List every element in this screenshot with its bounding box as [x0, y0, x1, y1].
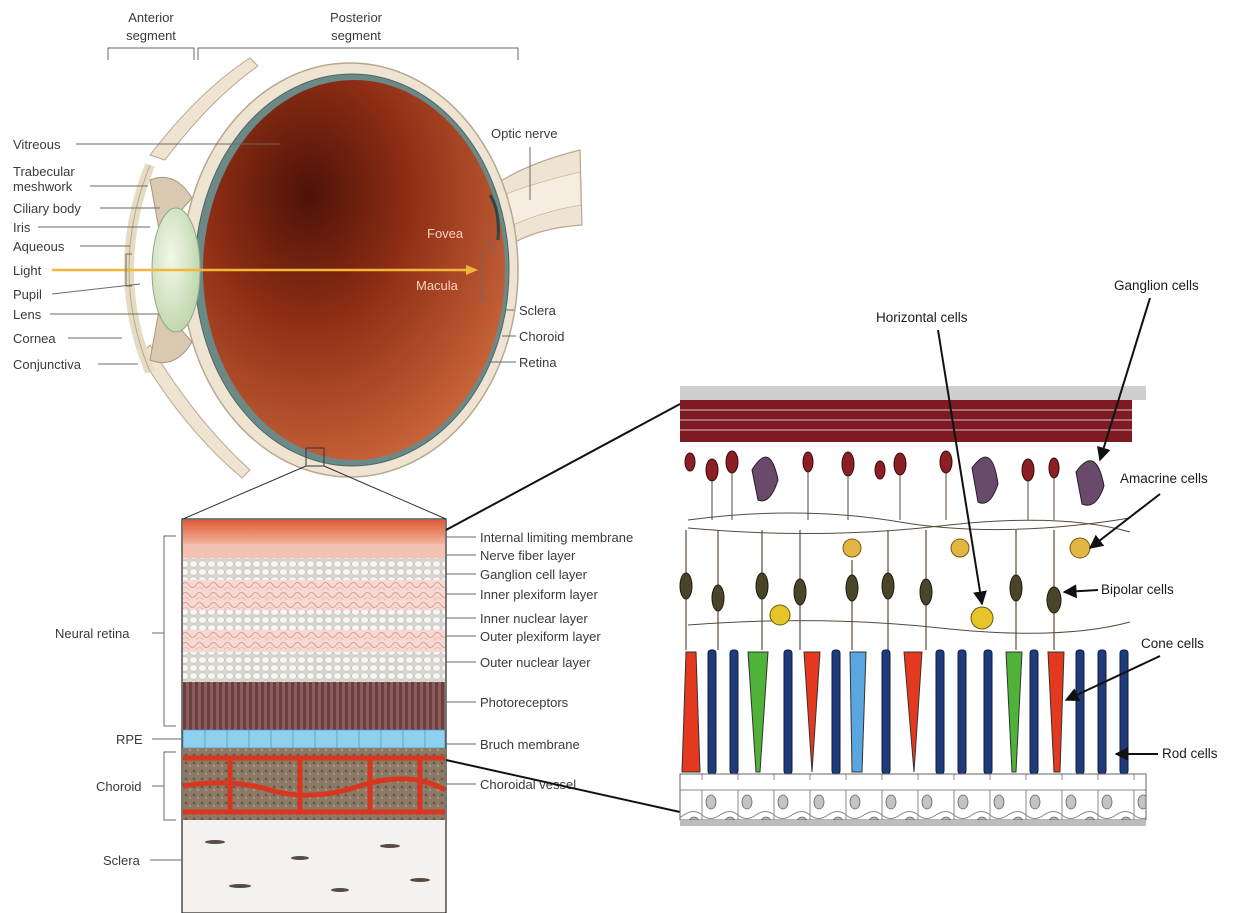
label-bruch-membrane: Bruch membrane [480, 737, 580, 752]
label-ilm: Internal limiting membrane [480, 530, 633, 545]
label-inl: Inner nuclear layer [480, 611, 588, 626]
label-gcl: Ganglion cell layer [480, 567, 588, 582]
label-macula: Macula [416, 278, 459, 293]
label-ciliary-body: Ciliary body [13, 201, 81, 216]
label-cornea: Cornea [13, 331, 56, 346]
label-trabecular-1: Trabecular [13, 164, 75, 179]
label-optic-nerve: Optic nerve [491, 126, 557, 141]
label-light: Light [13, 263, 42, 278]
label-rod-cells: Rod cells [1162, 746, 1218, 761]
label-opl: Outer plexiform layer [480, 629, 601, 644]
label-photoreceptors: Photoreceptors [480, 695, 569, 710]
label-cone-cells: Cone cells [1141, 636, 1204, 651]
label-lens: Lens [13, 307, 42, 322]
label-iris: Iris [13, 220, 31, 235]
anterior-segment-label-2: segment [126, 28, 176, 43]
pigment-epithelium-cells [680, 774, 1146, 820]
label-bipolar-cells: Bipolar cells [1101, 582, 1174, 597]
anterior-segment-label-1: Anterior [128, 10, 174, 25]
retina-layer-section [182, 519, 446, 913]
connector-top [446, 404, 680, 530]
layer-labels: Internal limiting membrane Nerve fiber l… [446, 530, 633, 792]
label-fovea: Fovea [427, 226, 464, 241]
label-rpe: RPE [116, 732, 143, 747]
label-choroid-eye: Choroid [519, 329, 565, 344]
label-onl: Outer nuclear layer [480, 655, 591, 670]
label-sclera-eye: Sclera [519, 303, 557, 318]
label-retina: Retina [519, 355, 557, 370]
posterior-segment-label-1: Posterior [330, 10, 383, 25]
retinal-cell-diagram [680, 386, 1146, 826]
label-aqueous: Aqueous [13, 239, 65, 254]
label-sclera-section: Sclera [103, 853, 141, 868]
posterior-segment-label-2: segment [331, 28, 381, 43]
label-neural-retina: Neural retina [55, 626, 130, 641]
region-brackets: Neural retina RPE Choroid Sclera [55, 536, 182, 868]
label-vitreous: Vitreous [13, 137, 61, 152]
label-trabecular-2: meshwork [13, 179, 73, 194]
label-amacrine-cells: Amacrine cells [1120, 471, 1208, 486]
eye-labels-left: Vitreous Trabecular meshwork Ciliary bod… [13, 137, 82, 372]
label-horizontal-cells: Horizontal cells [876, 310, 968, 325]
label-ipl: Inner plexiform layer [480, 587, 598, 602]
label-nfl: Nerve fiber layer [480, 548, 576, 563]
label-choroid-section: Choroid [96, 779, 142, 794]
label-pupil: Pupil [13, 287, 42, 302]
label-ganglion-cells: Ganglion cells [1114, 278, 1199, 293]
segment-brackets: Anterior segment Posterior segment [108, 10, 518, 60]
label-conjunctiva: Conjunctiva [13, 357, 82, 372]
